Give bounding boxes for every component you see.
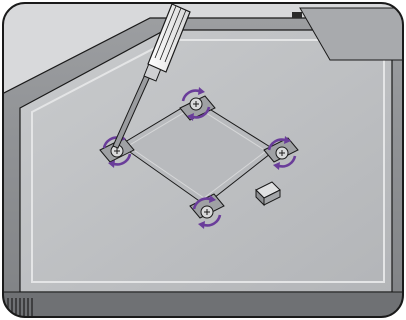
bottom-edge (0, 292, 406, 320)
vent-grille (8, 298, 32, 318)
indicator-slot (292, 12, 302, 18)
